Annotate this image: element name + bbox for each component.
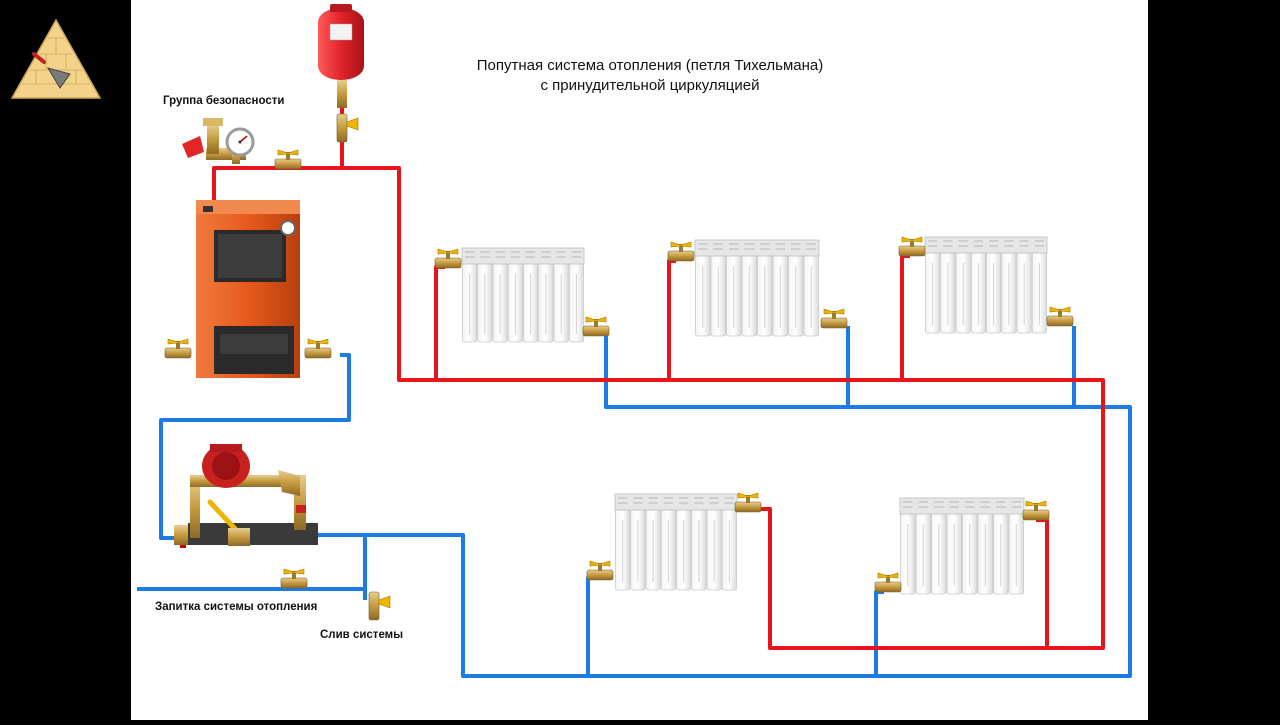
ball-valve-icon xyxy=(1046,306,1074,327)
ball-valve-icon xyxy=(304,338,332,359)
ball-valve-icon xyxy=(582,316,610,337)
drain-label: Слив системы xyxy=(320,629,404,641)
ball-valve-icon xyxy=(734,492,762,513)
ball-valve-icon xyxy=(274,149,302,170)
safety-group-label: Группа безопасности xyxy=(163,95,285,107)
circulation-pump-icon xyxy=(174,444,318,548)
valves-group xyxy=(164,113,1074,621)
boiler-icon xyxy=(196,200,300,378)
ball-valve-icon xyxy=(1022,500,1050,521)
ball-valve-icon xyxy=(898,236,926,257)
safety-group-assembly xyxy=(182,118,255,164)
radiator-icon xyxy=(899,497,1025,595)
diagram-title: Попутная система отопления (петля Тихель… xyxy=(380,56,920,96)
ball-valve-icon xyxy=(280,568,308,589)
ball-valve-icon xyxy=(434,248,462,269)
page-background xyxy=(131,0,1148,720)
radiator-icon xyxy=(924,236,1048,334)
ball-valve-icon xyxy=(874,572,902,593)
radiators-group xyxy=(461,236,1048,595)
ball-valve-icon xyxy=(586,560,614,581)
ball-valve-icon xyxy=(820,308,848,329)
radiator-icon xyxy=(461,247,585,343)
ball-valve-icon xyxy=(164,338,192,359)
radiator-icon xyxy=(614,493,738,591)
radiator-icon xyxy=(694,239,820,337)
title-line-1: Попутная система отопления (петля Тихель… xyxy=(476,57,824,74)
pressure-gauge-icon xyxy=(225,127,255,157)
expansion-tank-icon xyxy=(318,4,364,108)
title-line-2: с принудительной циркуляцией xyxy=(540,77,760,94)
trowel-triangle-logo xyxy=(10,18,102,99)
makeup-label: Запитка системы отопления xyxy=(155,601,318,613)
ball-valve-icon xyxy=(368,591,391,621)
ball-valve-icon xyxy=(667,241,695,262)
ball-valve-icon xyxy=(336,113,359,143)
